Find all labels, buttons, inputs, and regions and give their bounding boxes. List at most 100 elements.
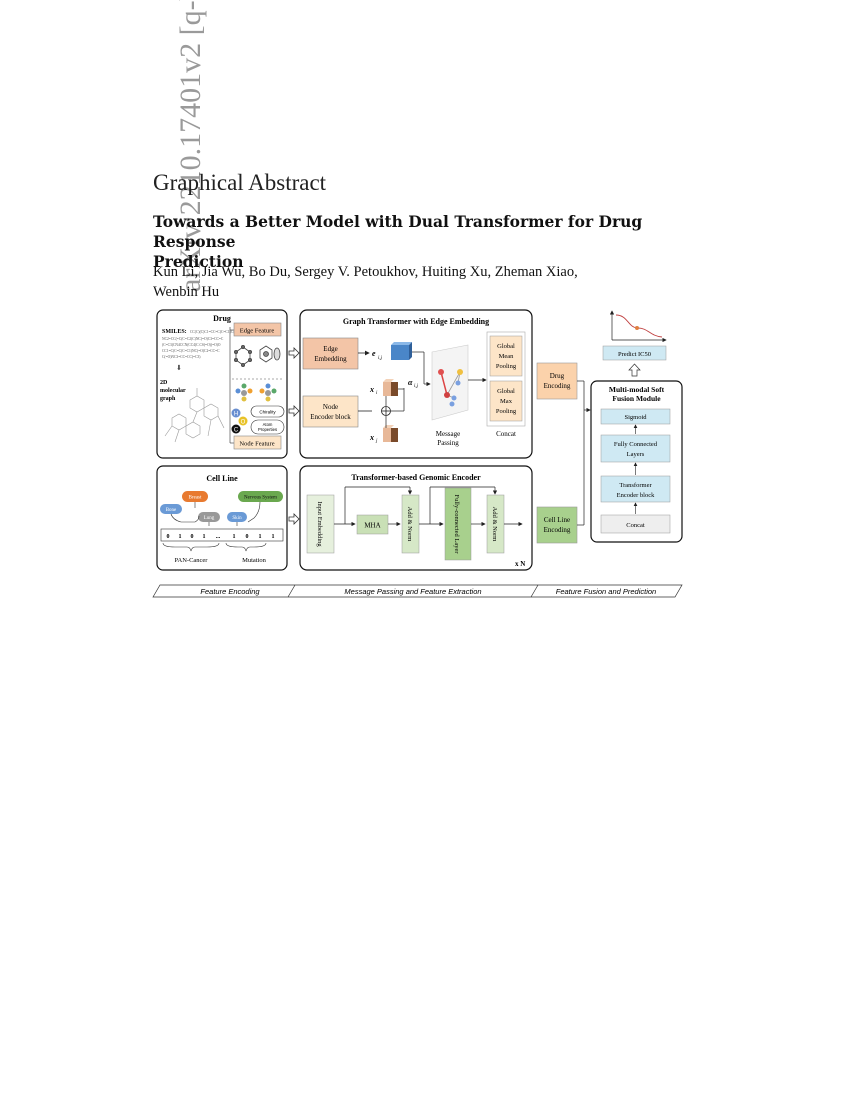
alpha-ij-symbol: α i,j xyxy=(408,378,419,389)
svg-text:0: 0 xyxy=(191,534,194,540)
paper-title: Towards a Better Model with Dual Transfo… xyxy=(153,212,713,272)
up-arrow-icon xyxy=(628,363,641,377)
fully-connected-layers-box: Fully Connected Layers xyxy=(600,434,671,463)
smiles-text: CC(C)(C)C1=CC=C(C=C1)C(=O) NC2=CC(=C(C=C… xyxy=(162,330,241,359)
svg-text:Encoder block: Encoder block xyxy=(617,492,655,499)
fusion-module-panel: Multi-modal Soft Fusion Module Sigmoid F… xyxy=(590,380,683,543)
breast-tag: Breast xyxy=(182,491,208,502)
node-encoder-box: Node Encoder block xyxy=(302,395,359,428)
xj-symbol: x j xyxy=(369,433,378,444)
node-vector-i-icon xyxy=(383,379,398,396)
concat-label: Concat xyxy=(496,430,516,438)
svg-text:NC2=CC(=C(C=C2)C)NC(=O)C3=CC=C: NC2=CC(=C(C=C2)C)NC(=O)C3=CC=C xyxy=(162,337,224,341)
chirality-pill: Chirality xyxy=(250,405,285,418)
message-passing-graph-icon xyxy=(431,344,469,421)
edge-vector-icon xyxy=(391,342,412,360)
fusion-concat-box: Concat xyxy=(600,514,671,534)
svg-text:α: α xyxy=(408,378,413,387)
authors-line-2: Wenbin Hu xyxy=(153,284,220,300)
add-norm-2-box: Add & Norm xyxy=(486,494,505,554)
atom-o-icon: O xyxy=(238,416,248,426)
svg-text:Transformer: Transformer xyxy=(619,482,652,489)
svg-text:i,j: i,j xyxy=(378,356,383,361)
svg-text:e: e xyxy=(372,349,376,358)
title-line-2: Prediction xyxy=(153,252,244,271)
drug-encoding-box: Drug Encoding xyxy=(536,362,578,400)
xi-symbol: x i xyxy=(369,385,378,396)
svg-text:1: 1 xyxy=(259,534,262,540)
graph-label-3: graph xyxy=(160,396,176,402)
svg-text:1: 1 xyxy=(203,534,206,540)
svg-text:Global: Global xyxy=(497,343,515,350)
mha-box: MHA xyxy=(356,514,389,535)
transformer-encoder-box: Transformer Encoder block xyxy=(600,475,671,503)
svg-text:Max: Max xyxy=(500,398,513,405)
svg-text:MHA: MHA xyxy=(364,522,380,530)
stage-fusion-prediction: Feature Fusion and Prediction xyxy=(556,587,656,596)
graphical-abstract-figure: Drug SMILES: CC(C)(C)C1=CC=C(C=C1)C(=O) … xyxy=(152,309,683,598)
node-feature-label: Node Feature xyxy=(239,441,274,448)
svg-text:Drug: Drug xyxy=(550,372,565,380)
authors-line-1: Kun Li, Jia Wu, Bo Du, Sergey V. Petoukh… xyxy=(153,264,578,280)
message-passing-label-1: Message xyxy=(436,430,461,438)
svg-text:Pooling: Pooling xyxy=(496,363,517,370)
svg-text:Skin: Skin xyxy=(232,516,242,521)
add-norm-1-box: Add & Norm xyxy=(401,494,420,554)
svg-text:0: 0 xyxy=(167,534,170,540)
svg-text:Cell Line: Cell Line xyxy=(544,516,570,524)
svg-text:Edge: Edge xyxy=(323,345,337,353)
cell-line-panel: Cell Line Breast Nervous System Bone Lun… xyxy=(156,465,288,571)
graph-label-1: 2D xyxy=(160,380,168,386)
svg-text:Chirality: Chirality xyxy=(259,410,276,415)
svg-text:Input Embedding: Input Embedding xyxy=(316,501,323,547)
genomic-title: Transformer-based Genomic Encoder xyxy=(351,473,481,482)
dose-response-curve-icon xyxy=(609,310,667,343)
arxiv-watermark: arXiv:2210.17401v2 [q-bio xyxy=(174,0,207,292)
svg-text:Properties: Properties xyxy=(258,427,277,432)
molecule-graph-icon xyxy=(164,388,225,443)
svg-text:Encoding: Encoding xyxy=(544,526,571,534)
svg-text:1: 1 xyxy=(179,534,182,540)
svg-text:Bone: Bone xyxy=(166,508,177,513)
svg-text:Fully-connected Layer: Fully-connected Layer xyxy=(453,494,460,554)
svg-text:i,j: i,j xyxy=(414,384,419,389)
svg-text:Sigmoid: Sigmoid xyxy=(624,414,647,421)
svg-text:1: 1 xyxy=(233,534,236,540)
message-passing-label-2: Passing xyxy=(437,439,459,447)
svg-text:Add & Norm: Add & Norm xyxy=(491,507,498,542)
svg-text:Global: Global xyxy=(497,388,515,395)
svg-text:Atom: Atom xyxy=(263,422,273,427)
stage-feature-encoding: Feature Encoding xyxy=(200,587,260,596)
mutation-label: Mutation xyxy=(242,557,267,564)
graph-transformer-panel: Graph Transformer with Edge Embedding Ed… xyxy=(299,309,533,459)
svg-text:x: x xyxy=(369,385,374,394)
down-arrow-icon: ⬇ xyxy=(176,364,182,372)
title-line-1: Towards a Better Model with Dual Transfo… xyxy=(153,212,643,251)
drug-title: Drug xyxy=(213,314,231,323)
svg-text:0: 0 xyxy=(246,534,249,540)
atom-c-icon: C xyxy=(231,424,241,434)
svg-text:Breast: Breast xyxy=(189,496,202,501)
lung-tag: Lung xyxy=(198,512,220,522)
atom-properties-pill: Atom Properties xyxy=(250,419,285,435)
global-mean-pooling-box: Global Mean Pooling xyxy=(489,335,523,377)
svg-text:Layers: Layers xyxy=(627,451,645,458)
hollow-arrow-icon xyxy=(288,347,300,525)
svg-text:Node: Node xyxy=(323,403,338,411)
svg-text:Fusion Module: Fusion Module xyxy=(612,394,661,403)
bracket-lines xyxy=(170,501,261,526)
stage-banner: Feature Encoding Message Passing and Fea… xyxy=(152,584,683,598)
svg-text:C: C xyxy=(234,428,239,434)
arxiv-id: arXiv:2210.17401v2 [q-bio xyxy=(174,0,207,292)
stage-message-passing: Message Passing and Feature Extraction xyxy=(344,587,481,596)
bone-tag: Bone xyxy=(160,504,182,514)
cell-line-encoding-box: Cell Line Encoding xyxy=(536,506,578,544)
svg-text:i: i xyxy=(376,391,378,396)
nervous-system-tag: Nervous System xyxy=(238,491,283,502)
svg-text:Concat: Concat xyxy=(626,522,645,529)
svg-text:Pooling: Pooling xyxy=(496,408,517,415)
svg-text:Embedding: Embedding xyxy=(314,355,347,363)
sigmoid-box: Sigmoid xyxy=(600,408,671,425)
svg-text:CC1=C(C=C(C=C1)NC(=O)C2=CC=C: CC1=C(C=C(C=C1)NC(=O)C2=CC=C xyxy=(162,349,220,353)
repeat-n-label: x N xyxy=(515,560,525,568)
